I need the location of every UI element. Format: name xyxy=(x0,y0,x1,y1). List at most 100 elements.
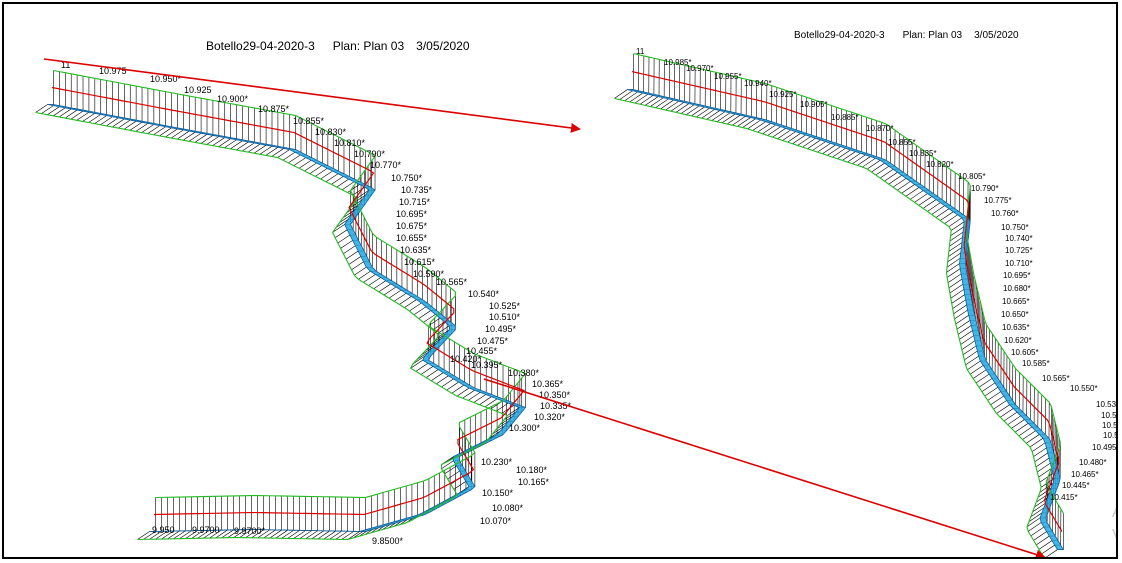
left-station-label: 10.510* xyxy=(489,312,521,322)
left-station-label: 10.395* xyxy=(471,360,503,370)
right-station-label: 10.415* xyxy=(1050,493,1078,502)
right-station-label: 10.955* xyxy=(714,72,742,81)
right-station-label: 10.680* xyxy=(1003,284,1031,293)
left-station-label: 10.320* xyxy=(534,412,566,422)
left-station-label: 10.380* xyxy=(508,368,540,378)
left-station-label: 10.335* xyxy=(540,401,572,411)
left-cross-section-line xyxy=(259,112,279,155)
right-station-label: 10.635* xyxy=(1002,323,1030,332)
watermark-text: A V xyxy=(1112,502,1116,546)
left-plan-name: Plan: Plan 03 xyxy=(332,39,405,53)
left-station-label: 10.655* xyxy=(396,233,428,243)
left-station-label: 10.855* xyxy=(293,116,325,126)
right-station-label: 10.750* xyxy=(1001,223,1029,232)
left-station-label: 10.750* xyxy=(391,173,423,183)
left-station-label: 10.180* xyxy=(516,465,548,475)
left-cross-section-line xyxy=(236,107,255,151)
left-station-label: 10.455* xyxy=(466,346,498,356)
left-station-label: 10.715* xyxy=(399,197,431,207)
right-water-surface xyxy=(627,89,1065,550)
left-station-label: 10.365* xyxy=(532,379,564,389)
right-station-label: 10.515* xyxy=(1102,421,1118,430)
left-plot-date: 3/05/2020 xyxy=(416,39,470,53)
left-cross-section-line xyxy=(271,114,291,157)
left-cross-section-line xyxy=(141,90,161,133)
left-station-label: 10.540* xyxy=(468,289,500,299)
left-river-cross-sections xyxy=(35,69,527,541)
left-cross-section-line xyxy=(70,77,90,120)
left-station-label: 10.770* xyxy=(370,160,402,170)
right-station-label: 10.465* xyxy=(1071,470,1099,479)
right-station-label: 10.940* xyxy=(744,79,772,88)
left-station-label: 10.475* xyxy=(477,336,509,346)
right-station-label: 10.445* xyxy=(1062,481,1090,490)
left-cross-section-line xyxy=(94,81,113,124)
arrow-midreach-to-detail xyxy=(483,378,1046,557)
left-cross-section-line xyxy=(129,88,149,131)
river-geometry-diagram: 1110.97510.950*10.92510.900*10.875*10.85… xyxy=(35,47,1118,557)
left-cross-section-line xyxy=(100,82,119,125)
left-station-label: 10.230* xyxy=(481,457,513,467)
left-cross-section-line xyxy=(41,71,60,114)
right-station-label: 10.495* xyxy=(1092,443,1118,452)
left-cross-section-line xyxy=(165,94,184,138)
left-right-overbank-line xyxy=(53,69,527,499)
right-station-label: 10.870* xyxy=(866,124,894,133)
right-station-label: 10.505* xyxy=(1103,431,1118,440)
left-station-label: 10.070* xyxy=(480,516,512,526)
right-plot-date: 3/05/2020 xyxy=(974,30,1019,41)
left-cross-section-line xyxy=(188,99,208,142)
left-station-label: 10.350* xyxy=(539,390,571,400)
right-river-cross-sections xyxy=(614,53,1065,557)
right-station-label: 10.885* xyxy=(831,113,859,122)
right-station-label: 10.925* xyxy=(769,90,797,99)
left-project-name: Botello29-04-2020-3 xyxy=(206,39,315,53)
right-station-label: 10.585* xyxy=(1022,359,1050,368)
left-cross-section-line xyxy=(206,102,226,145)
left-station-label: 10.900* xyxy=(217,94,249,104)
left-cross-section-line xyxy=(242,109,261,152)
right-station-label: 10.650* xyxy=(1001,310,1029,319)
left-cross-section-line xyxy=(247,110,267,153)
right-station-label: 10.775* xyxy=(984,196,1012,205)
left-plot-header: Botello29-04-2020-3 Plan: Plan 03 3/05/202… xyxy=(206,39,470,53)
left-cross-section-line xyxy=(82,79,102,122)
left-left-overbank-line xyxy=(35,111,509,541)
left-water-surface xyxy=(47,104,527,532)
left-station-label: 10.300* xyxy=(509,423,541,433)
right-station-label: 10.820* xyxy=(926,160,954,169)
right-station-label: 10.535* xyxy=(1096,400,1118,409)
left-cross-section-line xyxy=(135,89,155,132)
right-station-label: 10.905* xyxy=(800,100,828,109)
right-station-label: 10.710* xyxy=(1005,259,1033,268)
arrow-upstream-to-detail xyxy=(43,58,581,133)
left-cross-section-line xyxy=(224,105,243,149)
left-station-label: 10.735* xyxy=(401,185,433,195)
right-station-label: 10.695* xyxy=(1003,271,1031,280)
comparison-arrows xyxy=(43,58,1046,557)
right-station-label: 10.835* xyxy=(909,149,937,158)
left-station-label: 10.790* xyxy=(354,149,386,159)
left-cross-section-line xyxy=(47,72,66,115)
right-station-label: 10.855* xyxy=(888,138,916,147)
left-cross-section-line xyxy=(106,83,125,127)
left-top-station-label: 11 xyxy=(61,60,70,70)
right-plan-name: Plan: Plan 03 xyxy=(902,30,963,41)
left-bottom-station-label: 9.9700 xyxy=(192,525,220,535)
left-station-label: 10.675* xyxy=(396,221,428,231)
left-cross-section-line xyxy=(200,101,220,144)
left-cross-section-line xyxy=(159,93,178,137)
left-station-label: 10.925 xyxy=(184,85,212,95)
left-station-label: 10.165* xyxy=(518,477,550,487)
right-top-station-label: 11 xyxy=(636,47,645,56)
left-station-label: 10.635* xyxy=(400,245,432,255)
left-bottom-station-label: 9.9700* xyxy=(234,526,266,536)
left-station-label: 10.695* xyxy=(396,209,428,219)
left-cross-section-line xyxy=(253,111,273,154)
right-station-label: 10.725* xyxy=(1005,246,1033,255)
right-left-overbank-line xyxy=(614,97,1045,557)
left-station-label: 10.810* xyxy=(334,138,366,148)
right-station-label: 10.740* xyxy=(1005,234,1033,243)
right-station-label: 10.620* xyxy=(1004,336,1032,345)
